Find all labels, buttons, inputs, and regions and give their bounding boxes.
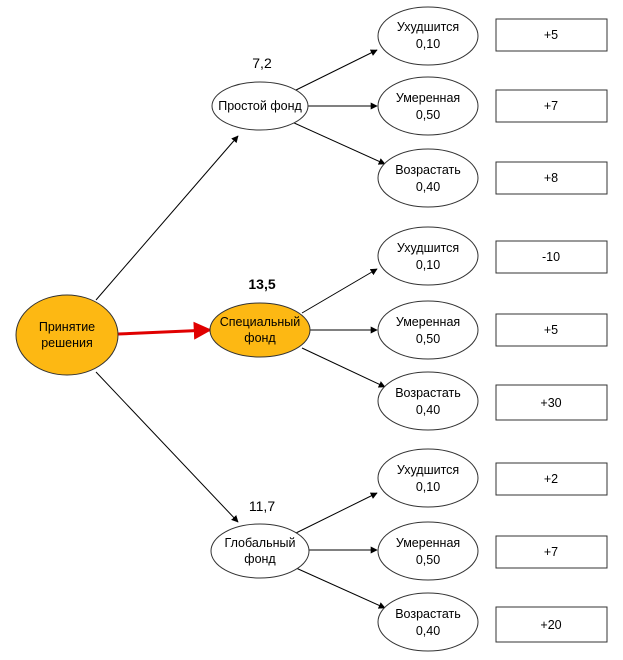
outcome-node: Возрастать 0,40 xyxy=(377,371,479,431)
payoff-box: -10 xyxy=(495,240,608,274)
edge-simple-to-outcome-3 xyxy=(291,121,386,165)
edge-global-to-outcome-1 xyxy=(295,492,378,534)
outcome-label: Ухудшится xyxy=(397,20,459,34)
outcome-label: Возрастать xyxy=(395,607,461,621)
fund-node-simple: 7,2 Простой фонд xyxy=(211,55,309,131)
outcome-probability: 0,40 xyxy=(416,180,440,194)
payoff-box: +20 xyxy=(495,606,608,643)
edge-special-to-outcome-1 xyxy=(301,268,378,314)
outcome-node: Ухудшится 0,10 xyxy=(377,226,479,286)
payoff-box: +30 xyxy=(495,384,608,421)
fund-special-label-line2: фонд xyxy=(244,331,276,345)
outcome-probability: 0,50 xyxy=(416,108,440,122)
outcome-label: Умеренная xyxy=(396,315,460,329)
fund-global-expected-value: 11,7 xyxy=(249,498,275,514)
outcome-label: Ухудшится xyxy=(397,463,459,477)
payoff-value: +30 xyxy=(540,396,561,410)
outcome-node: Возрастать 0,40 xyxy=(377,592,479,652)
payoff-box: +5 xyxy=(495,18,608,52)
outcome-node: Умеренная 0,50 xyxy=(377,300,479,360)
root-label-line2: решения xyxy=(41,336,93,350)
outcome-node: Умеренная 0,50 xyxy=(377,76,479,136)
outcome-node: Ухудшится 0,10 xyxy=(377,448,479,508)
payoff-value: +5 xyxy=(544,28,558,42)
outcome-label: Умеренная xyxy=(396,536,460,550)
edge-simple-to-outcome-1 xyxy=(291,49,378,93)
outcome-node: Умеренная 0,50 xyxy=(377,521,479,581)
payoff-box: +7 xyxy=(495,89,608,123)
payoff-box: +8 xyxy=(495,161,608,195)
outcome-probability: 0,40 xyxy=(416,624,440,638)
outcome-probability: 0,40 xyxy=(416,403,440,417)
payoff-value: +20 xyxy=(540,618,561,632)
root-label-line1: Принятие xyxy=(39,320,95,334)
fund-special-expected-value: 13,5 xyxy=(248,276,275,292)
payoff-box: +7 xyxy=(495,535,608,569)
fund-node-special: 13,5 Специальный фонд xyxy=(209,276,311,358)
outcome-probability: 0,10 xyxy=(416,480,440,494)
outcome-probability: 0,10 xyxy=(416,258,440,272)
payoff-value: +8 xyxy=(544,171,558,185)
payoff-value: +7 xyxy=(544,545,558,559)
outcome-probability: 0,10 xyxy=(416,37,440,51)
edge-special-to-outcome-3 xyxy=(301,347,386,388)
outcome-label: Возрастать xyxy=(395,163,461,177)
outcome-node: Возрастать 0,40 xyxy=(377,148,479,208)
fund-simple-label: Простой фонд xyxy=(218,99,302,113)
outcome-probability: 0,50 xyxy=(416,553,440,567)
outcome-probability: 0,50 xyxy=(416,332,440,346)
outcome-label: Ухудшится xyxy=(397,241,459,255)
payoff-box: +5 xyxy=(495,313,608,347)
fund-simple-expected-value: 7,2 xyxy=(252,55,272,71)
outcome-label: Возрастать xyxy=(395,386,461,400)
edge-root-to-simple-fund xyxy=(95,135,239,301)
outcome-node: Ухудшится 0,10 xyxy=(377,6,479,66)
fund-special-label-line1: Специальный xyxy=(220,315,301,329)
fund-global-label-line1: Глобальный xyxy=(225,536,296,550)
edge-root-to-special-fund-chosen xyxy=(117,321,212,340)
payoff-value: +5 xyxy=(544,323,558,337)
fund-node-global: 11,7 Глобальный фонд xyxy=(210,498,310,579)
root-node: Принятие решения xyxy=(15,294,119,376)
payoff-box: +2 xyxy=(495,462,608,496)
payoff-value: +2 xyxy=(544,472,558,486)
edge-root-to-global-fund xyxy=(95,371,239,523)
payoff-value: +7 xyxy=(544,99,558,113)
outcome-label: Умеренная xyxy=(396,91,460,105)
payoff-value: -10 xyxy=(542,250,560,264)
fund-global-label-line2: фонд xyxy=(244,552,276,566)
edge-global-to-outcome-3 xyxy=(295,567,386,609)
